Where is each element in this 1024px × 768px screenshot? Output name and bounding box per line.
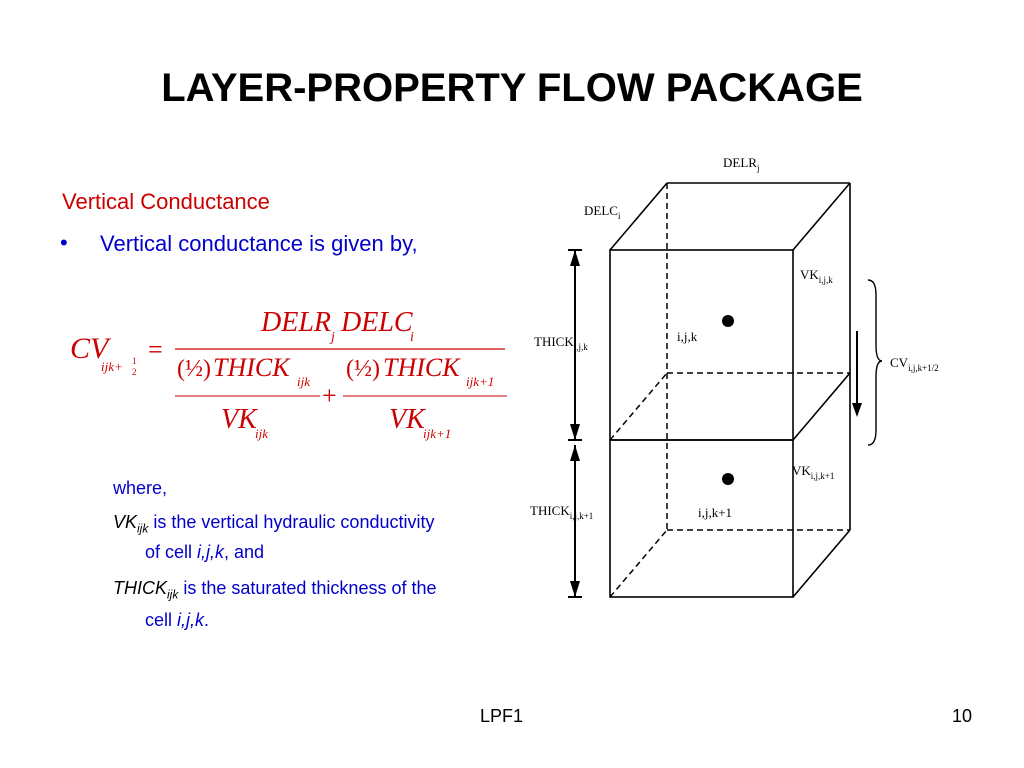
thick-top-arrow-head-down [570,424,580,440]
slide-title: LAYER-PROPERTY FLOW PACKAGE [161,66,863,110]
thick-top-arrow-head-up [570,250,580,266]
formula-thick-sub-1: ijk [297,374,310,389]
def-vk-line2-prefix: of cell [145,542,198,562]
label-vk-top: VK [800,267,819,282]
label-cv: CV [890,355,909,370]
def-vk-line2-italic: i,j,k [197,542,225,562]
definition-vk-line2: of cell i,j,k, and [145,542,264,563]
label-delr-sub: j [756,163,760,173]
formula-num-delc-sub: i [410,330,414,345]
definition-thick-line2: cell i,j,k. [145,610,209,631]
label-thick-bottom: THICK [530,503,570,518]
formula-num-delr: DELR [260,307,331,338]
formula-half-1: (½) [177,356,211,382]
label-cv-sub: i,j,k+1/2 [908,363,939,373]
vertical-conductance-formula: CV ijk+ 1 2 = DELR j DELC i (½) THICK ij… [70,307,507,441]
cv-arrow-head [852,403,862,417]
definition-thick: THICKijk is the saturated thickness of t… [113,578,437,602]
formula-lhs-sub-frac-num: 1 [132,356,137,366]
formula-vk-sub-1: ijk [255,426,268,441]
formula-thick-sub-2: ijk+1 [466,374,494,389]
page-number: 10 [951,706,972,726]
formula-thick-2: THICK [383,353,461,382]
svg-text:VKi,j,k+1: VKi,j,k+1 [792,463,834,481]
where-label: where, [113,478,168,498]
label-cell-bottom: i,j,k+1 [698,505,732,520]
label-thick-top-sub: i,j,k [574,342,589,352]
label-cell-top: i,j,k [677,329,698,344]
label-delc: DELC [584,203,618,218]
formula-equals: = [148,335,163,364]
def-vk-var: VK [113,512,138,532]
top-cell-front [609,249,794,441]
svg-text:THICKi,j,k+1: THICKi,j,k+1 [530,503,593,521]
label-thick-top: THICK [534,334,574,349]
formula-num-delc: DELC [340,307,413,338]
def-thick-line2-prefix: cell [145,610,178,630]
formula-vk-sub-2: ijk+1 [423,426,451,441]
thick-bottom-arrow-head-down [570,581,580,597]
top-cell-node [722,315,734,327]
svg-text:CVi,j,k+1/2: CVi,j,k+1/2 [890,355,939,373]
bottom-cell-front [609,439,794,598]
svg-text:DELRj: DELRj [723,155,759,173]
cell-diagram: DELRj DELCi VKi,j,k i,j,k THICKi,j,k CVi… [530,155,939,598]
def-thick-var: THICK [113,578,167,598]
definition-vk: VKijk is the vertical hydraulic conducti… [113,512,434,536]
edge-mid-right [792,372,851,441]
def-vk-sub: ijk [137,521,149,536]
edge-top-right [792,182,851,251]
label-vk-top-sub: i,j,k [819,275,834,285]
formula-plus: + [322,381,337,410]
bottom-cell-node [722,473,734,485]
hidden-edge-bottom-left [609,529,668,598]
formula-lhs: CV [70,332,112,365]
svg-text:DELCi: DELCi [584,203,621,221]
section-heading: Vertical Conductance [62,189,270,214]
def-vk-line2-suffix: , and [224,542,265,562]
label-delr: DELR [723,155,757,170]
formula-num-delr-sub: j [329,330,335,345]
svg-text:VKi,j,k: VKi,j,k [800,267,833,285]
formula-lhs-sub-frac-den: 2 [132,367,137,377]
label-vk-bottom: VK [792,463,811,478]
footer-label: LPF1 [480,706,524,726]
formula-half-2: (½) [346,356,380,382]
formula-lhs-sub: ijk+ [101,359,123,374]
def-thick-line2-suffix: . [204,610,210,630]
def-thick-text: is the saturated thickness of the [178,578,437,598]
def-vk-text: is the vertical hydraulic conductivity [148,512,435,532]
bullet-marker: • [60,230,68,255]
edge-top-left [609,182,668,251]
formula-thick-1: THICK [213,353,291,382]
def-thick-line2-italic: i,j,k [177,610,205,630]
edge-bottom-right [792,529,851,598]
def-thick-sub: ijk [167,587,179,602]
formula-vk-2: VK [389,404,426,435]
label-delc-sub: i [618,211,621,221]
svg-text:THICKi,j,k: THICKi,j,k [534,334,588,352]
formula-vk-1: VK [221,404,258,435]
label-vk-bottom-sub: i,j,k+1 [811,471,835,481]
cv-brace [867,279,883,446]
thick-bottom-arrow-head-up [570,445,580,461]
bullet-text: Vertical conductance is given by, [100,231,418,256]
label-thick-bottom-sub: i,j,k+1 [570,511,594,521]
hidden-edge-mid-left [609,372,668,441]
